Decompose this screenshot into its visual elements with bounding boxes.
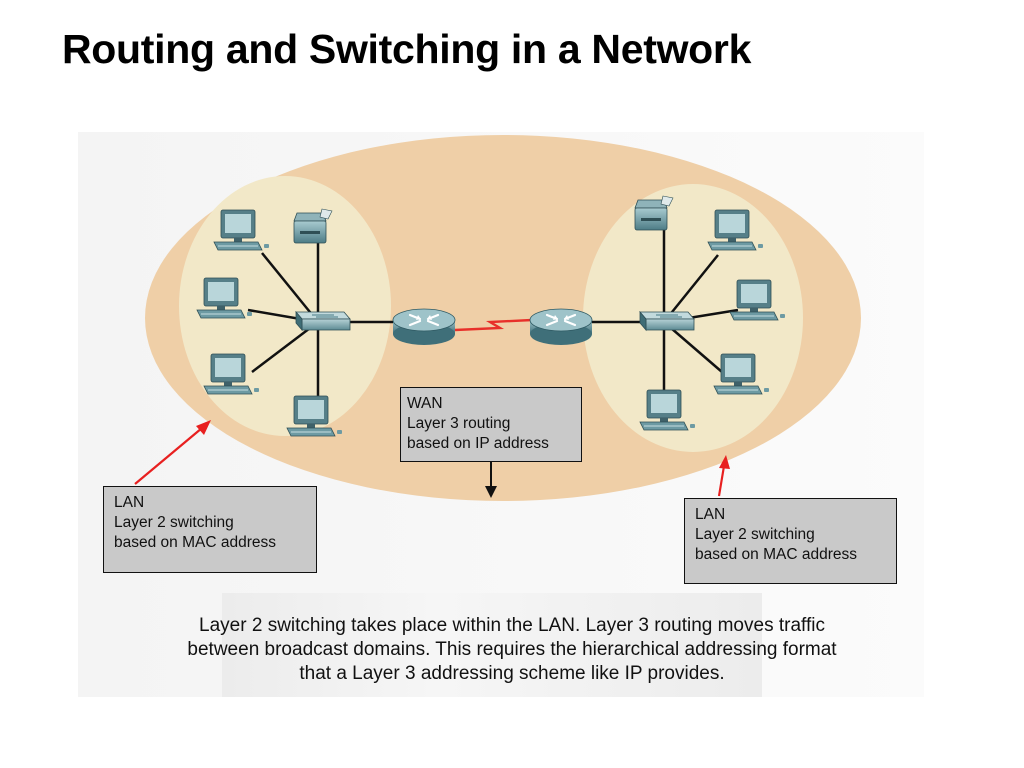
- lan-right-label-line: Layer 2 switching: [695, 526, 815, 543]
- wan-label-line: Layer 3 routing: [407, 415, 511, 432]
- wan-label-box: WAN Layer 3 routing based on IP address: [400, 387, 582, 462]
- lan-left-label-line: based on MAC address: [114, 534, 276, 551]
- lan-right-label-box: LAN Layer 2 switching based on MAC addre…: [684, 498, 897, 584]
- switch-icon[interactable]: [639, 311, 695, 331]
- caption-panel: [222, 593, 762, 697]
- caption-line: between broadcast domains. This requires…: [187, 639, 837, 660]
- slide-title: Routing and Switching in a Network: [62, 26, 752, 72]
- wan-arrow: [485, 462, 497, 498]
- lan-right-arrow: [717, 455, 730, 497]
- caption-line: Layer 2 switching takes place within the…: [199, 615, 825, 636]
- wan-serial-link: [454, 318, 533, 332]
- wan-label-title: WAN: [407, 395, 443, 412]
- lan-right-label-title: LAN: [695, 506, 726, 523]
- lan-left-label-line: Layer 2 switching: [114, 514, 234, 531]
- caption-line: that a Layer 3 addressing scheme like IP…: [299, 663, 725, 684]
- router-icon[interactable]: [391, 307, 457, 347]
- router-icon[interactable]: [528, 307, 594, 347]
- wan-label-line: based on IP address: [407, 435, 549, 452]
- lan-right-label-line: based on MAC address: [695, 546, 857, 563]
- lan-left-arrow: [134, 420, 211, 485]
- switch-icon[interactable]: [295, 311, 351, 331]
- caption-text: Layer 2 switching takes place within the…: [80, 614, 944, 686]
- printer-icon[interactable]: [634, 195, 674, 231]
- lan-left-label-title: LAN: [114, 494, 145, 511]
- printer-icon[interactable]: [293, 208, 333, 244]
- lan-left-label-box: LAN Layer 2 switching based on MAC addre…: [103, 486, 317, 573]
